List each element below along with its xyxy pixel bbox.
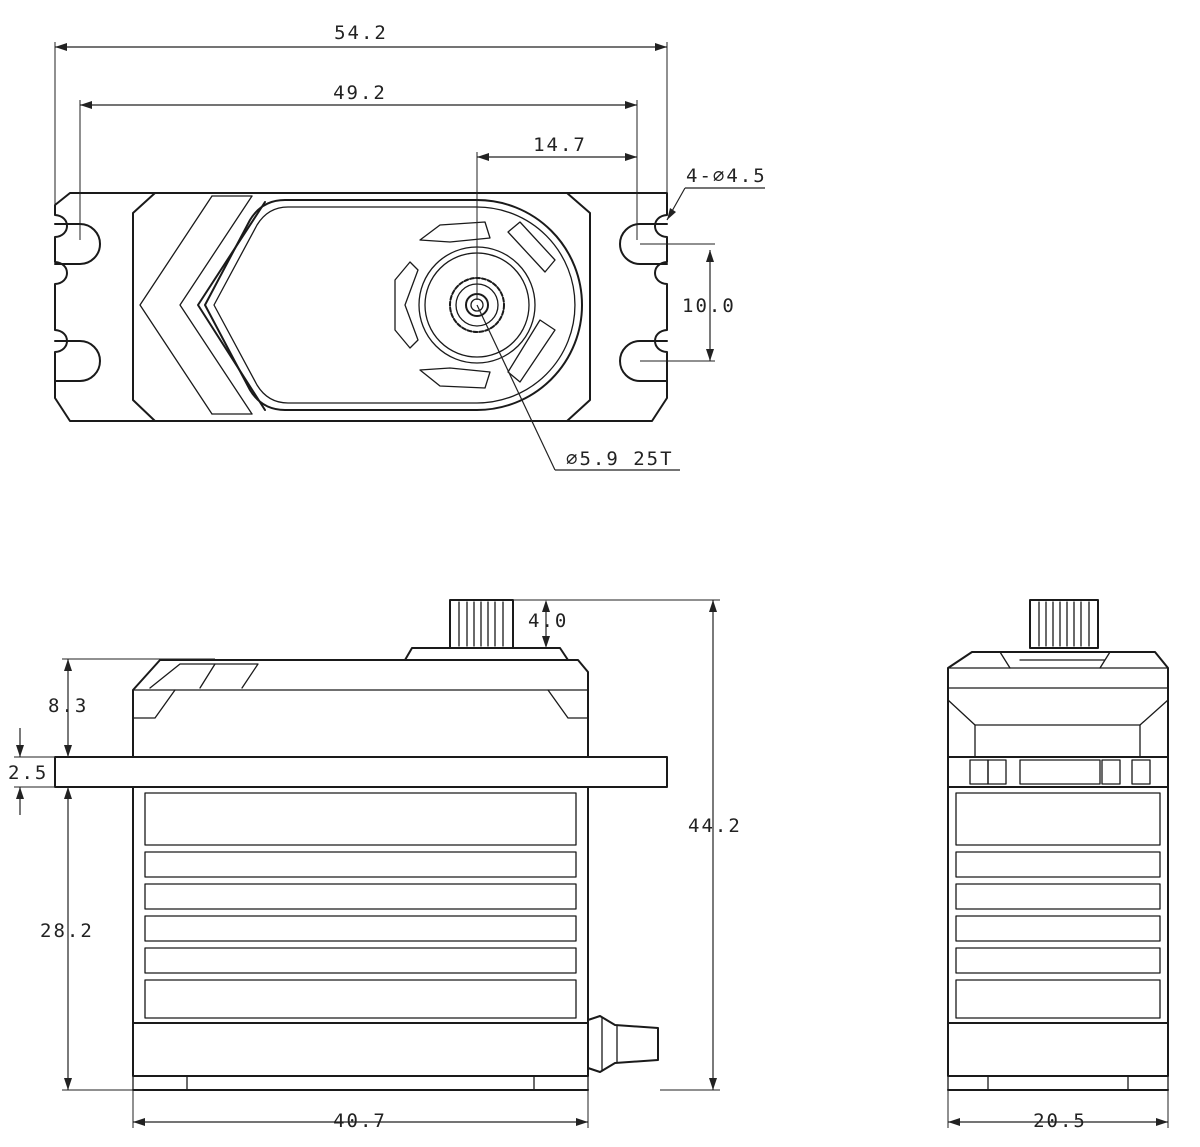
gear-housing-inner bbox=[213, 206, 576, 404]
shaft-offset-label: 14.7 bbox=[533, 134, 587, 156]
upper-height-label: 8.3 bbox=[48, 695, 88, 717]
chevron-inner bbox=[197, 201, 266, 411]
side-cable-exit bbox=[587, 1015, 659, 1073]
end-view-dimensions: 20.5 bbox=[947, 1090, 1169, 1132]
body-length-label: 40.7 bbox=[333, 1110, 387, 1132]
lower-height-label: 28.2 bbox=[40, 920, 94, 942]
case-body bbox=[132, 192, 591, 422]
side-lower-case bbox=[132, 786, 589, 1024]
mount-hole-bottom-right bbox=[619, 340, 668, 382]
side-upper-case bbox=[132, 659, 589, 758]
mount-hole-top-right bbox=[619, 223, 668, 265]
gear-housing bbox=[204, 199, 583, 411]
body-width-label: 20.5 bbox=[1033, 1110, 1087, 1132]
chevron-outer bbox=[139, 195, 213, 415]
hole-spacing-length-label: 49.2 bbox=[333, 82, 387, 104]
mount-hole-top-left bbox=[54, 223, 101, 265]
cooling-slots bbox=[394, 221, 556, 389]
side-spline-teeth bbox=[458, 601, 504, 647]
overall-length-label: 54.2 bbox=[334, 22, 388, 44]
chevron-mid bbox=[179, 195, 253, 415]
end-top-cap bbox=[947, 651, 1169, 758]
overall-height-label: 44.2 bbox=[688, 815, 742, 837]
top-view bbox=[54, 192, 668, 422]
side-bottom-cover bbox=[132, 1022, 589, 1077]
end-lower-case bbox=[947, 786, 1169, 1024]
end-view bbox=[947, 599, 1169, 1091]
flange-thickness-label: 2.5 bbox=[8, 762, 48, 784]
side-mounting-flange bbox=[54, 756, 668, 788]
spline-height-label: 4.0 bbox=[528, 610, 568, 632]
side-view bbox=[54, 599, 668, 1091]
end-flange-band bbox=[947, 756, 1169, 788]
spline-label: ∅5.9 25T bbox=[566, 448, 674, 470]
side-output-boss bbox=[404, 647, 569, 661]
end-spline-shaft bbox=[1029, 599, 1099, 649]
hole-spacing-width-label: 10.0 bbox=[682, 295, 736, 317]
end-bottom-cover bbox=[947, 1022, 1169, 1077]
side-view-dimensions: 4.0 44.2 8.3 2.5 28.2 40.7 bbox=[8, 599, 742, 1132]
mount-hole-bottom-left bbox=[54, 340, 101, 382]
mount-holes-label: 4-∅4.5 bbox=[686, 165, 767, 187]
top-view-dimensions: 54.2 49.2 14.7 4-∅4.5 10.0 ∅5.9 25T bbox=[54, 22, 767, 471]
